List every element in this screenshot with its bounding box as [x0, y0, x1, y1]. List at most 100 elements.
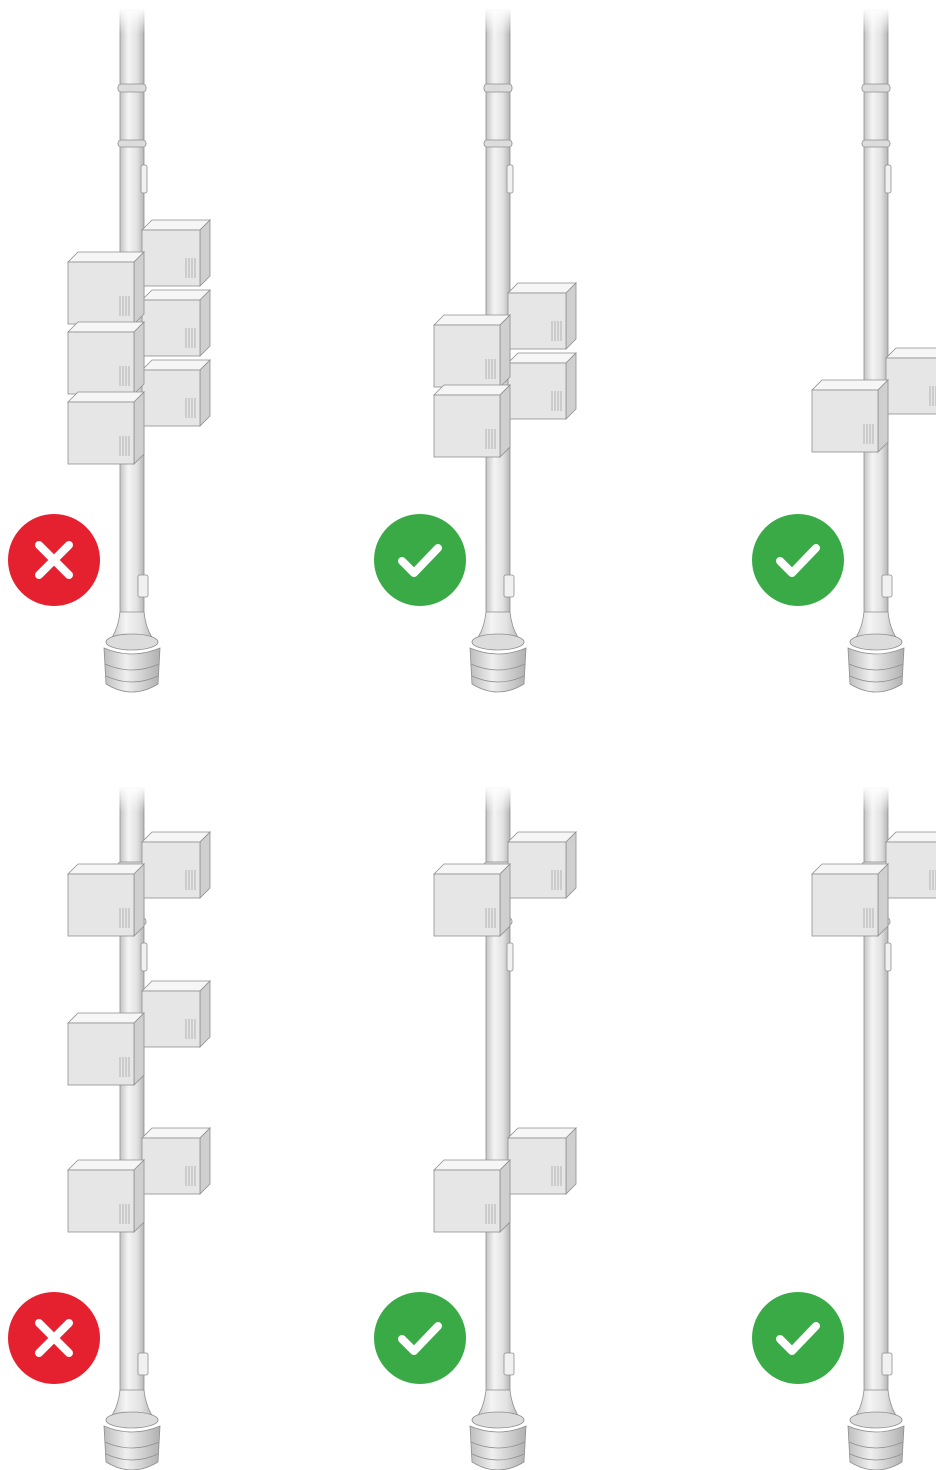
cabinet-front-face	[811, 389, 879, 453]
pole-top-fade	[860, 786, 892, 812]
pole-top-fade	[482, 786, 514, 812]
cabinet-top-face	[141, 219, 211, 231]
cabinet-front-face	[811, 873, 879, 937]
front-cabinet	[67, 1012, 145, 1086]
cabinet-front-face	[67, 1022, 135, 1086]
pole-top-fade	[116, 786, 148, 812]
check-mark-icon	[752, 514, 844, 606]
panel-r1-c2	[374, 8, 577, 693]
cabinet-top-face	[67, 391, 145, 403]
pole-base-line	[471, 1453, 525, 1461]
cabinet-top-face	[141, 831, 211, 843]
pole-base-line	[470, 663, 526, 671]
cabinet-front-face	[507, 841, 567, 899]
front-cabinet	[433, 1159, 511, 1233]
cabinet-front-face	[67, 401, 135, 465]
back-cabinet	[885, 347, 936, 415]
pole-base-line	[104, 1441, 160, 1449]
status-circle	[752, 1292, 844, 1384]
cabinet-side-face	[199, 219, 211, 287]
x-mark-icon	[8, 1292, 100, 1384]
cabinet-top-face	[433, 314, 511, 326]
cabinet-top-face	[141, 1127, 211, 1139]
cabinet-side-face	[133, 251, 145, 325]
front-cabinet	[67, 391, 145, 465]
pole-access-plate	[503, 1352, 515, 1376]
cabinet-top-face	[433, 1159, 511, 1171]
cabinet-front-face	[885, 357, 936, 415]
pole-bracket	[884, 164, 892, 194]
pole-bracket	[140, 164, 148, 194]
pole-base-line	[105, 675, 159, 683]
cabinet-side-face	[565, 1127, 577, 1195]
cabinet-side-face	[565, 352, 577, 420]
cabinet-top-face	[811, 379, 889, 391]
back-cabinet	[141, 289, 211, 357]
pole-collar	[117, 139, 147, 148]
pole-top-fade	[482, 8, 514, 34]
pole-base-ring	[105, 1411, 159, 1429]
x-mark-icon	[8, 514, 100, 606]
pole-base-line	[471, 675, 525, 683]
cabinet-side-face	[877, 863, 889, 937]
front-cabinet	[67, 251, 145, 325]
cabinet-side-face	[565, 831, 577, 899]
pole-collar	[483, 83, 513, 93]
cabinet-front-face	[507, 362, 567, 420]
panel-r2-c3	[752, 786, 936, 1470]
pole-base-line	[470, 1441, 526, 1449]
cabinet-front-face	[433, 873, 501, 937]
cabinet-top-face	[141, 359, 211, 371]
cabinet-side-face	[199, 831, 211, 899]
pole-access-plate	[503, 574, 515, 598]
x-mark-glyph	[35, 541, 73, 579]
cabinet-side-face	[499, 384, 511, 458]
front-cabinet	[433, 863, 511, 937]
status-circle	[374, 514, 466, 606]
back-cabinet	[507, 282, 577, 350]
pole-collar	[117, 83, 147, 93]
pole-access-plate	[881, 1352, 893, 1376]
cabinet-side-face	[133, 321, 145, 395]
cabinet-front-face	[433, 394, 501, 458]
pole-base-ring	[471, 633, 525, 651]
front-cabinet	[811, 379, 889, 453]
panel-r2-c2	[374, 786, 577, 1470]
cabinet-side-face	[199, 289, 211, 357]
cabinet-front-face	[141, 299, 201, 357]
cabinet-top-face	[433, 863, 511, 875]
cabinet-front-face	[141, 990, 201, 1048]
cabinet-front-face	[141, 229, 201, 287]
back-cabinet	[141, 1127, 211, 1195]
front-cabinet	[67, 1159, 145, 1233]
cabinet-top-face	[67, 863, 145, 875]
cabinet-side-face	[133, 1159, 145, 1233]
pole-access-plate	[881, 574, 893, 598]
cabinet-front-face	[141, 1137, 201, 1195]
back-cabinet	[507, 831, 577, 899]
front-cabinet	[811, 863, 889, 937]
cabinet-side-face	[499, 1159, 511, 1233]
cabinet-top-face	[811, 863, 889, 875]
check-mark-icon	[374, 1292, 466, 1384]
pole-base-line	[849, 1453, 903, 1461]
pole-base-ring	[471, 1411, 525, 1429]
pole-base-line	[848, 663, 904, 671]
pole-bracket	[884, 942, 892, 972]
pole-base-line	[105, 1453, 159, 1461]
cabinet-side-face	[133, 863, 145, 937]
cabinet-front-face	[433, 1169, 501, 1233]
pole	[847, 8, 905, 693]
check-mark-icon	[752, 1292, 844, 1384]
back-cabinet	[507, 1127, 577, 1195]
panel-r2-c1	[8, 786, 211, 1470]
cabinet-top-face	[433, 384, 511, 396]
cabinet-front-face	[507, 292, 567, 350]
pole-base-line	[848, 1441, 904, 1449]
cabinet-side-face	[199, 359, 211, 427]
panel-r1-c1	[8, 8, 211, 693]
back-cabinet	[141, 359, 211, 427]
front-cabinet	[67, 321, 145, 395]
check-mark-icon	[374, 514, 466, 606]
